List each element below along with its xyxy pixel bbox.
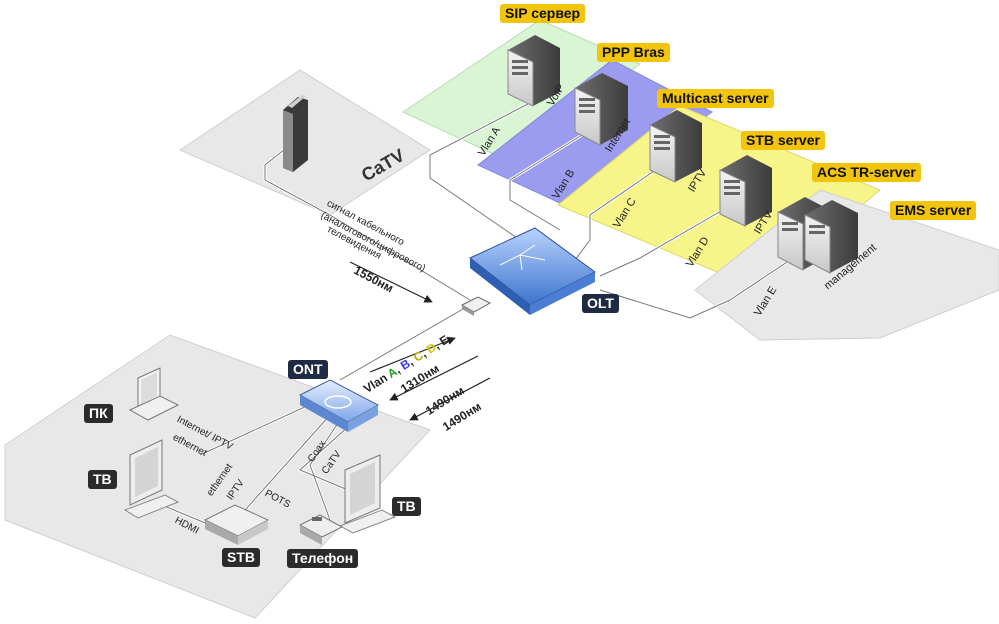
tv-icon-2 (338, 454, 397, 534)
catv-transmitter-icon (283, 95, 308, 172)
stb-device-icon (203, 504, 270, 545)
phone-label: Телефон (287, 549, 359, 568)
tv-icon-1 (123, 439, 180, 519)
server-ppp (574, 73, 628, 146)
arrow-1490-1 (389, 355, 479, 401)
arrow-1550 (349, 261, 433, 303)
multicast-server-label: Multicast server (657, 89, 774, 108)
arrow-1310 (369, 336, 456, 373)
arrow-1490-2 (409, 377, 491, 421)
stb-server-label: STB server (741, 131, 825, 150)
ont-label: ONT (288, 360, 328, 379)
olt-device-icon (469, 227, 596, 315)
server-stb (719, 155, 772, 227)
ont-device-icon (298, 379, 380, 432)
stb-label: STB (222, 548, 260, 567)
tv2-label: ТВ (392, 497, 421, 516)
phone-icon (298, 514, 344, 545)
acs-server-label: ACS TR-server (812, 163, 921, 182)
sip-server-label: SIP сервер (500, 4, 586, 23)
ppp-bras-label: PPP Bras (597, 43, 670, 62)
ems-server-label: EMS server (890, 201, 977, 220)
splitter-icon (460, 296, 492, 316)
server-ems (804, 200, 858, 274)
server-multicast (649, 110, 702, 183)
olt-label: OLT (582, 294, 619, 313)
tv1-label: ТВ (88, 470, 117, 489)
pc-icon (128, 367, 180, 421)
pc-label: ПК (84, 404, 113, 423)
server-sip (507, 35, 560, 107)
zone-ems (694, 189, 999, 341)
